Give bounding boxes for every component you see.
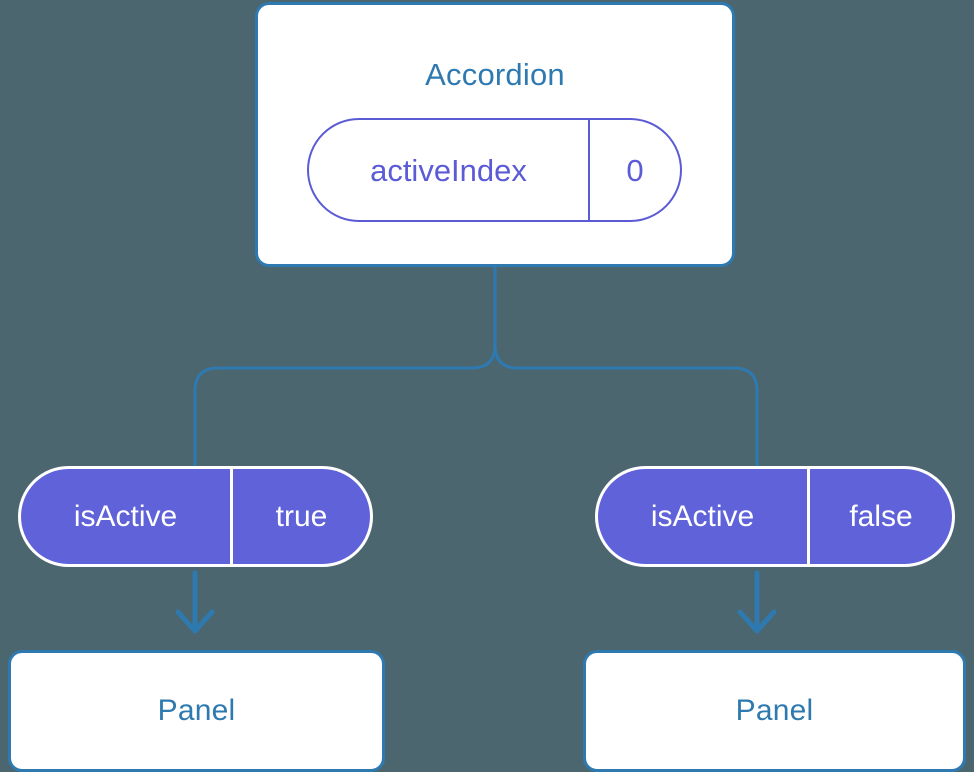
prop-pill-key: isActive	[21, 469, 233, 564]
prop-pill-isactive-true[interactable]: isActive true	[18, 466, 373, 567]
component-title-accordion: Accordion	[425, 57, 565, 92]
prop-pill-isactive-false[interactable]: isActive false	[595, 466, 955, 567]
prop-pill-value: false	[849, 499, 913, 533]
tree-connector-path-right	[493, 264, 759, 468]
component-title-panel-left: Panel	[157, 694, 236, 727]
component-card-panel-right[interactable]: Panel	[583, 650, 966, 772]
component-card-panel-left[interactable]: Panel	[8, 650, 385, 772]
state-pill-activeindex[interactable]: activeIndex 0	[307, 118, 682, 222]
state-pill-value: 0	[626, 152, 644, 188]
state-pill-key: activeIndex	[309, 120, 590, 220]
arrow-left	[175, 570, 215, 634]
tree-connector-path	[193, 264, 497, 468]
arrow-right	[737, 570, 777, 634]
prop-pill-value: true	[275, 499, 328, 533]
component-title-panel-right: Panel	[735, 694, 814, 727]
prop-pill-key: isActive	[598, 469, 810, 564]
